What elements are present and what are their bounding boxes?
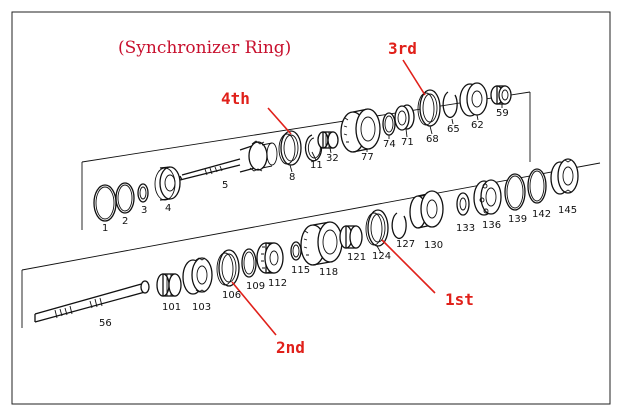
part-2-ring (115, 182, 135, 214)
part-number: 133 (456, 223, 475, 234)
part-number-labels: 1 2 3 4 5 8 11 32 77 74 71 68 65 62 59 1… (99, 108, 577, 329)
part-5-shaft (179, 140, 278, 181)
label-2nd: 2nd (276, 338, 305, 357)
part-8-sync-ring (278, 130, 302, 166)
label-1st: 1st (445, 290, 474, 309)
part-1-ring (93, 184, 117, 222)
part-number: 1 (102, 223, 108, 234)
part-number: 136 (482, 220, 501, 231)
part-number: 74 (383, 139, 396, 150)
part-number: 127 (396, 239, 415, 250)
part-number: 101 (162, 302, 181, 313)
leader-lines (289, 104, 503, 254)
red-callouts (231, 59, 436, 336)
part-number: 68 (426, 134, 439, 145)
part-number: 8 (289, 172, 295, 183)
part-32-needle-bearing (317, 131, 339, 149)
part-62-gear (459, 82, 488, 117)
part-118-sleeve (300, 221, 343, 266)
part-number: 142 (532, 209, 551, 220)
part-59-bearing (490, 85, 512, 105)
part-106-sync-ring (216, 249, 240, 287)
part-number: 109 (246, 281, 265, 292)
part-number: 130 (424, 240, 443, 251)
callout-line-3rd (402, 59, 426, 96)
callout-line-4th (267, 107, 292, 135)
part-number: 71 (401, 137, 414, 148)
panel-frame (21, 91, 601, 328)
part-number: 139 (508, 214, 527, 225)
part-4-bearing (154, 166, 181, 201)
part-103-gear (182, 257, 213, 295)
part-130-gear (409, 190, 444, 229)
callout-line-1st (381, 239, 436, 294)
part-number: 2 (122, 216, 128, 227)
part-number: 62 (471, 120, 484, 131)
outer-border (11, 11, 611, 405)
part-71-bearing (394, 104, 415, 131)
part-number: 124 (372, 251, 391, 262)
part-number: 118 (319, 267, 338, 278)
part-number: 65 (447, 124, 460, 135)
part-142-ring (527, 168, 547, 204)
diagram-title: (Synchronizer Ring) (118, 38, 291, 58)
lower-assembly (34, 158, 579, 323)
part-56-countershaft (34, 280, 150, 323)
part-77-sleeve (340, 108, 381, 153)
part-number: 5 (222, 180, 228, 191)
part-127-snap-ring (391, 212, 407, 239)
part-124-sync-ring (365, 209, 389, 247)
part-133-ring (456, 192, 470, 216)
part-3-ring (137, 183, 149, 203)
upper-assembly (93, 82, 512, 222)
part-139-ring (504, 173, 526, 211)
part-number: 145 (558, 205, 577, 216)
part-number: 115 (291, 265, 310, 276)
part-number: 11 (310, 160, 323, 171)
part-121-needle-bearing (339, 225, 363, 249)
part-number: 106 (222, 290, 241, 301)
part-112-gear (256, 242, 284, 274)
part-number: 4 (165, 203, 171, 214)
label-3rd: 3rd (388, 39, 417, 58)
part-number: 121 (347, 252, 366, 263)
part-number: 112 (268, 278, 287, 289)
part-number: 103 (192, 302, 211, 313)
part-65-snap-ring (442, 91, 458, 118)
part-number: 3 (141, 205, 147, 216)
part-101-bearing (156, 273, 182, 297)
part-number: 56 (99, 318, 112, 329)
part-145-gear (550, 158, 579, 195)
part-number: 59 (496, 108, 509, 119)
part-number: 32 (326, 153, 339, 164)
part-136-bearing (473, 179, 502, 216)
part-number: 77 (361, 152, 374, 163)
label-4th: 4th (221, 89, 250, 108)
callout-line-2nd (231, 281, 277, 336)
part-68-sync-ring (417, 89, 441, 127)
